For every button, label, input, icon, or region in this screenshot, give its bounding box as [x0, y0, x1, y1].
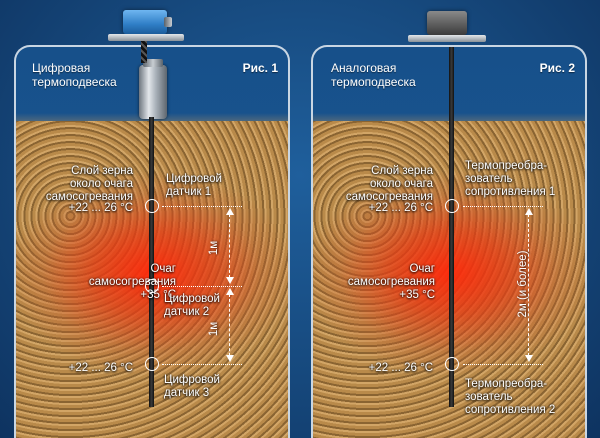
- layer-label-line-2: около очага: [370, 178, 433, 190]
- title-line-1: Аналоговая: [331, 61, 397, 75]
- sensor-1-line-1: Цифровой: [166, 173, 222, 185]
- arrow-up-icon: [226, 208, 234, 215]
- sensor-bottom-label: Термопреобра- зователь сопротивления 2: [465, 378, 555, 417]
- arrow-down-icon: [226, 355, 234, 362]
- sensor-top-line-1: Термопреобра-: [465, 160, 548, 172]
- layer-label-line-3: самосогревания: [345, 191, 433, 203]
- arrow-up-icon: [226, 288, 234, 295]
- sensor-3-marker: [145, 357, 159, 371]
- focus-label-line-2: самосогревания: [88, 276, 176, 288]
- focus-temp: +35 °C: [140, 289, 176, 301]
- title-line-2: термоподвеска: [32, 75, 117, 89]
- level-line-2: [162, 286, 242, 287]
- analog-rod: [449, 47, 454, 407]
- sensor-3-line-2: датчик 3: [164, 387, 210, 399]
- sensor-1-marker: [145, 199, 159, 213]
- focus-temp: +35 °C: [399, 289, 435, 301]
- digital-cable: [141, 41, 147, 63]
- sensor-2-marker: [145, 279, 159, 293]
- layer-label: Слой зерна около очага самосогревания: [313, 165, 433, 204]
- panel-title: Цифровая термоподвеска: [32, 61, 117, 89]
- dimension-line-lower: [229, 294, 230, 356]
- layer-label-line-1: Слой зерна: [371, 165, 433, 177]
- temp-top: +22 ... 26 °C: [68, 202, 133, 214]
- sensor-3-line-1: Цифровой: [164, 374, 220, 386]
- title-line-1: Цифровая: [32, 61, 91, 75]
- figure-label: Рис. 2: [539, 61, 575, 75]
- digital-panel: Цифровая термоподвеска Рис. 1 Слой зерна…: [14, 45, 290, 438]
- temp-bottom: +22 ... 26 °C: [68, 362, 133, 374]
- sensor-top-label: Термопреобра- зователь сопротивления 1: [465, 160, 555, 199]
- digital-sensor-cap: [143, 59, 163, 67]
- arrow-up-icon: [525, 208, 533, 215]
- level-line-top: [463, 206, 543, 207]
- sensor-1-label: Цифровой датчик 1: [166, 173, 222, 199]
- dimension-line: [528, 214, 529, 356]
- digital-mount-plate: [108, 34, 184, 41]
- dist-label: 2м (и более): [517, 250, 529, 318]
- layer-label-line-3: самосогревания: [45, 191, 133, 203]
- sensor-bottom-line-3: сопротивления 2: [465, 404, 556, 416]
- sensor-top-line-3: сопротивления 1: [465, 186, 556, 198]
- title-line-2: термоподвеска: [331, 75, 416, 89]
- temp-top: +22 ... 26 °C: [368, 202, 433, 214]
- dist-lower: 1м: [208, 321, 220, 337]
- level-line-bottom: [463, 364, 543, 365]
- focus-label-line-2: самосогревания: [347, 276, 435, 288]
- figure-label: Рис. 1: [242, 61, 278, 75]
- sensor-2-label: Цифровой датчик 2: [164, 293, 220, 319]
- layer-label-line-2: около очага: [70, 178, 133, 190]
- digital-head-knob: [164, 17, 172, 27]
- temp-bottom: +22 ... 26 °C: [368, 362, 433, 374]
- digital-sensor-unit: [139, 65, 167, 119]
- level-line-3: [162, 364, 242, 365]
- analog-panel: Аналоговая термоподвеска Рис. 2 Слой зер…: [311, 45, 587, 438]
- focus-label: Очаг самосогревания +35 °C: [76, 263, 176, 302]
- arrow-down-icon: [525, 355, 533, 362]
- focus-label-line-1: Очаг: [150, 263, 176, 275]
- sensor-top-line-2: зователь: [465, 173, 513, 185]
- sensor-1-line-2: датчик 1: [166, 186, 212, 198]
- dimension-line-upper: [229, 214, 230, 278]
- sensor-2-line-2: датчик 2: [164, 306, 210, 318]
- focus-label: Очаг самосогревания +35 °C: [323, 263, 435, 302]
- layer-label: Слой зерна около очага самосогревания: [16, 165, 133, 204]
- digital-rod: [149, 117, 154, 407]
- analog-head-box: [427, 11, 467, 35]
- sensor-top-marker: [445, 199, 459, 213]
- arrow-down-icon: [226, 277, 234, 284]
- dist-upper: 1м: [208, 240, 220, 256]
- layer-label-line-1: Слой зерна: [71, 165, 133, 177]
- sensor-bottom-line-1: Термопреобра-: [465, 378, 548, 390]
- sensor-2-line-1: Цифровой: [164, 293, 220, 305]
- sensor-bottom-line-2: зователь: [465, 391, 513, 403]
- sensor-3-label: Цифровой датчик 3: [164, 374, 220, 400]
- level-line-1: [162, 206, 242, 207]
- focus-label-line-1: Очаг: [409, 263, 435, 275]
- panel-title: Аналоговая термоподвеска: [331, 61, 416, 89]
- sensor-bottom-marker: [445, 357, 459, 371]
- analog-mount-plate: [408, 35, 486, 42]
- digital-head-box: [123, 10, 167, 34]
